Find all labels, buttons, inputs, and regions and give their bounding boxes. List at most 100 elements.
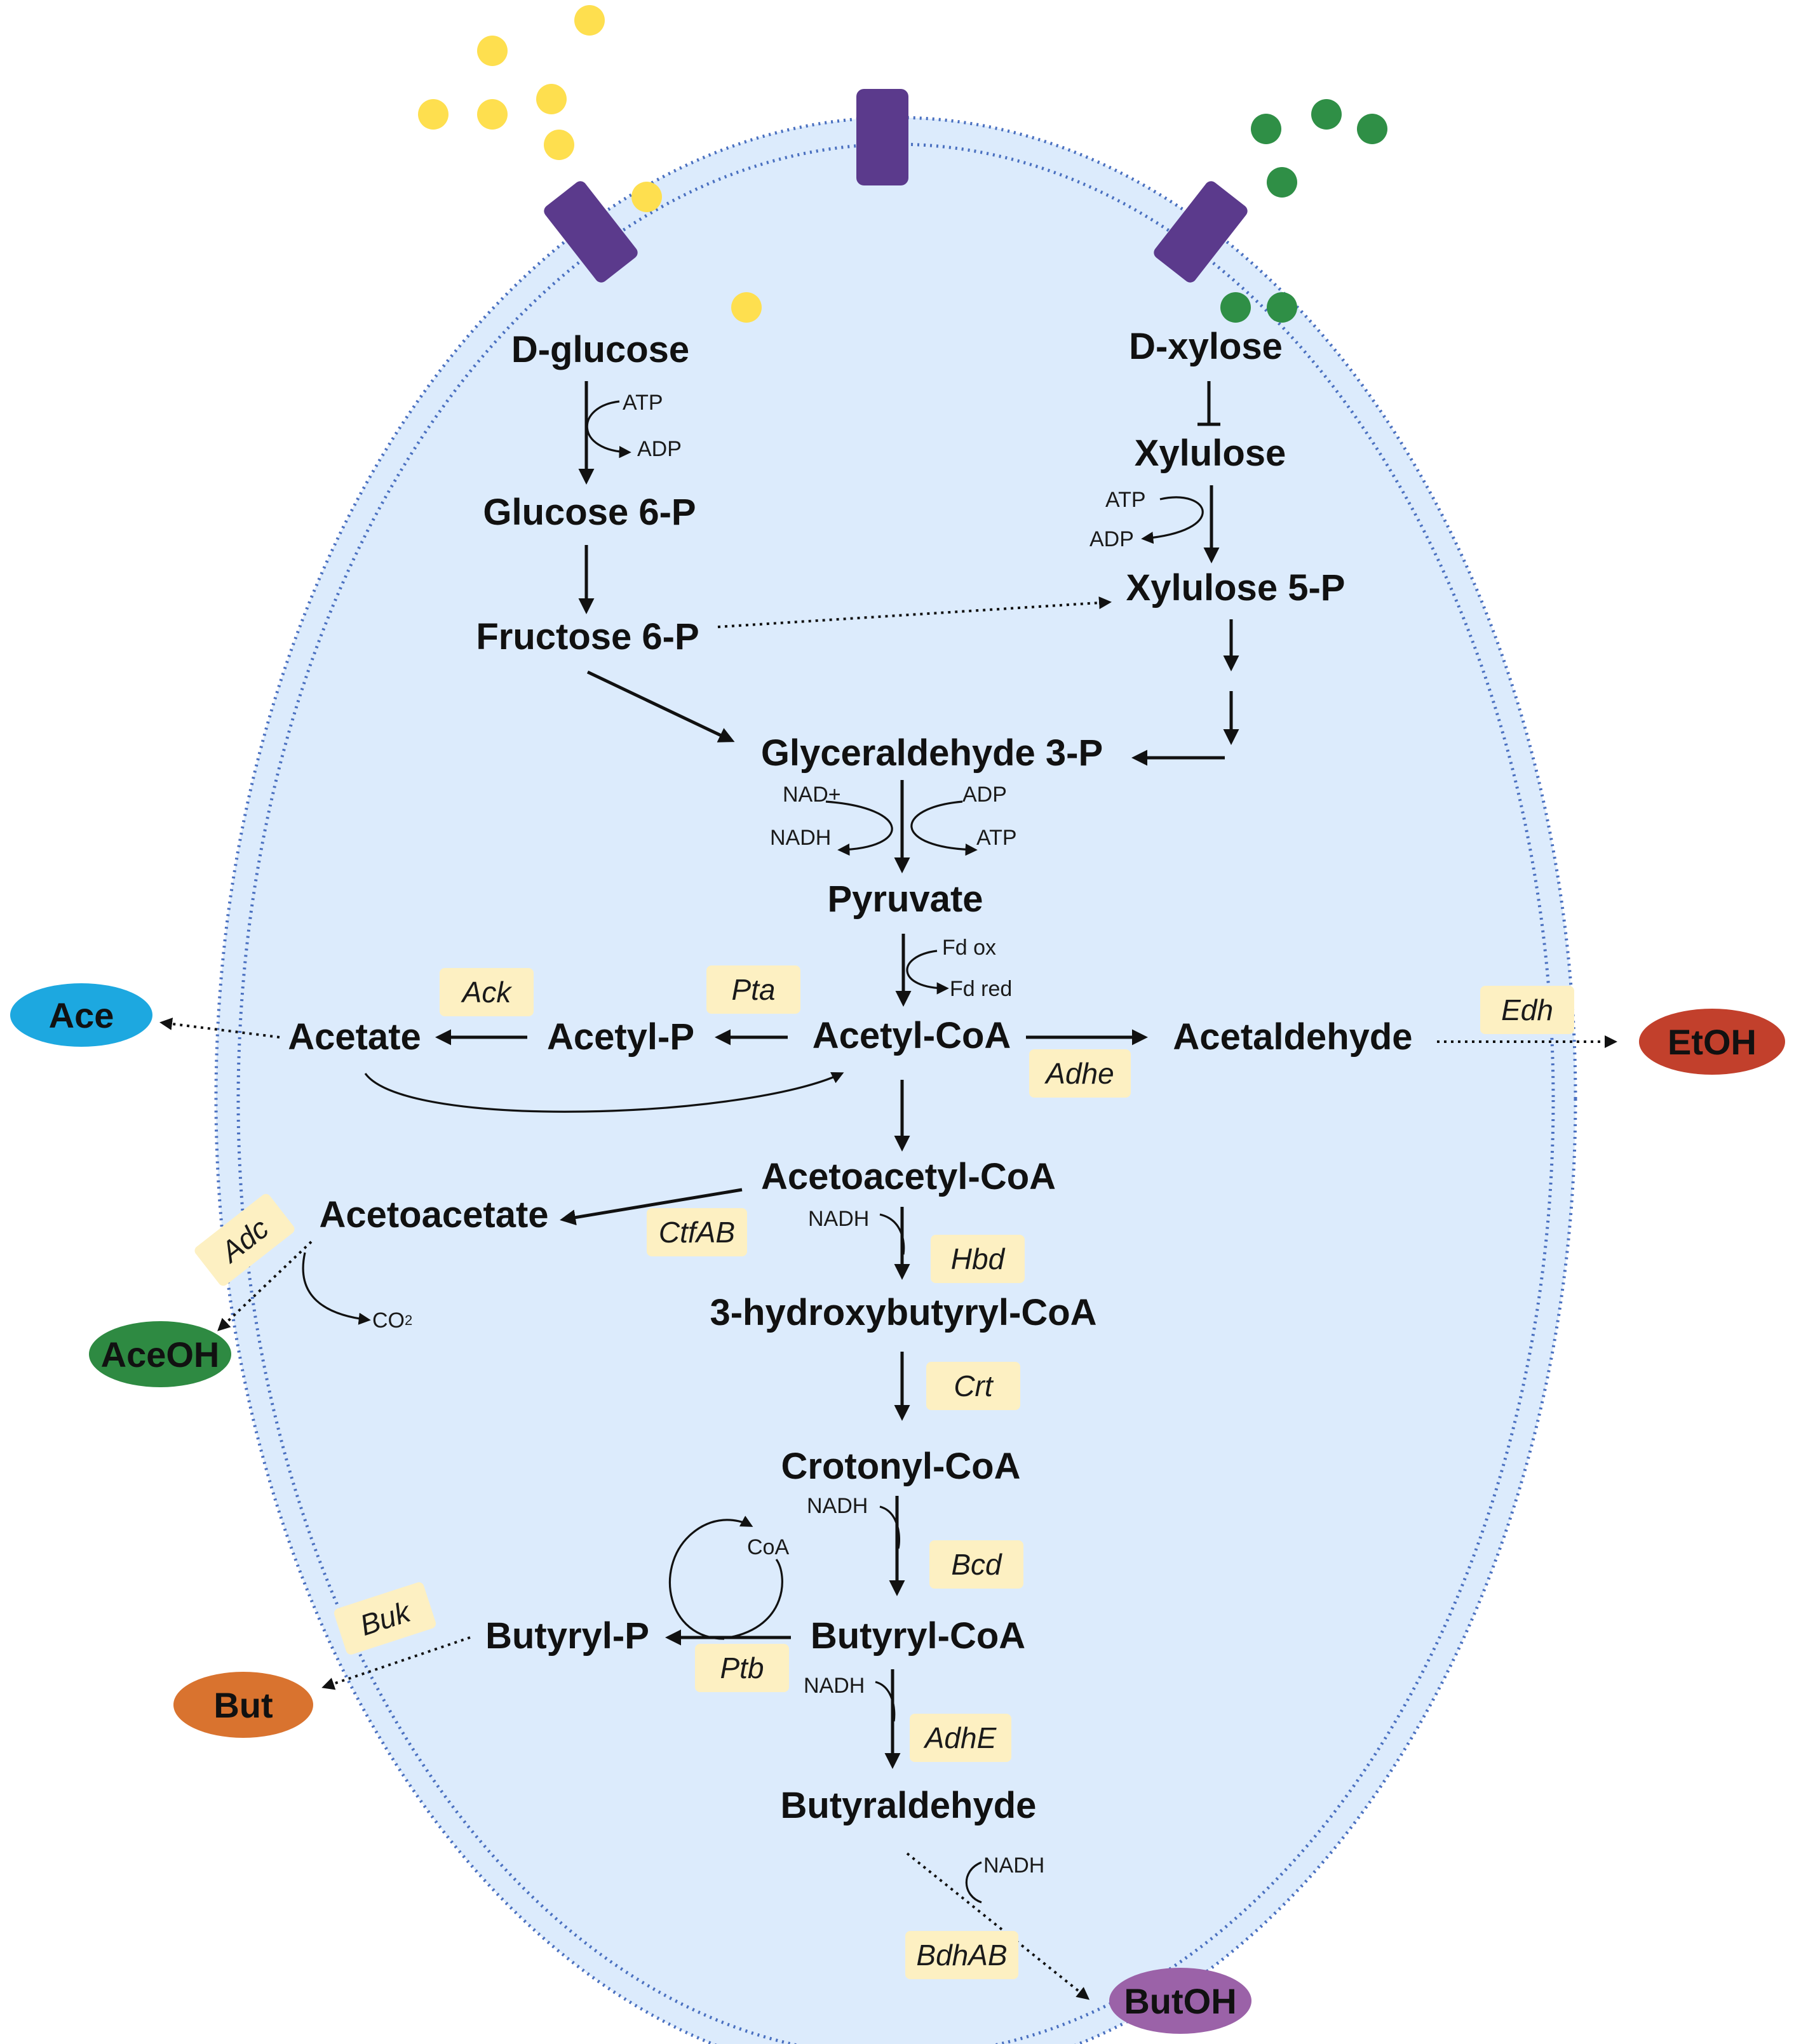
svg-text:Pta: Pta: [731, 973, 775, 1006]
product-ellipses: Ace EtOH AceOH But ButOH: [10, 983, 1785, 2034]
metabolite-acetaldehyde: Acetaldehyde: [1173, 1016, 1412, 1058]
svg-text:Ptb: Ptb: [720, 1651, 764, 1684]
xylose-molecule: [1220, 292, 1251, 323]
cofactor-adp-glc: ADP: [637, 437, 682, 461]
glucose-molecules: [418, 5, 762, 323]
fd-curve: [906, 950, 949, 995]
cofactor-adp-xyl: ADP: [1089, 527, 1134, 551]
metabolite-butyryl-p: Butyryl-P: [485, 1615, 649, 1657]
svg-text:Adhe: Adhe: [1044, 1057, 1114, 1090]
cofactor-adp-gap: ADP: [962, 783, 1007, 807]
transporters: [544, 89, 1248, 283]
cofactor-atp-xyl: ATP: [1105, 488, 1146, 512]
metabolite-xylulose-5p: Xylulose 5-P: [1126, 567, 1346, 608]
metabolite-acetyl-p: Acetyl-P: [547, 1016, 694, 1058]
svg-text:EtOH: EtOH: [1668, 1022, 1757, 1062]
reaction-arrows: [159, 381, 1617, 2000]
svg-text:Ack: Ack: [461, 976, 513, 1009]
xylose-molecules: [1220, 99, 1387, 323]
cofactor-nad-plus: NAD+: [783, 783, 841, 807]
xylose-transporter: [1154, 181, 1248, 283]
arrow-butyrylp-to-but: [321, 1636, 471, 1690]
xylose-molecule: [1357, 114, 1387, 144]
cofactor-nadh-adhe: NADH: [804, 1674, 865, 1698]
svg-text:ButOH: ButOH: [1124, 1981, 1236, 2021]
cofactor-nadh-hbd: NADH: [808, 1207, 869, 1231]
metabolite-acetoacetyl-coa: Acetoacetyl-CoA: [761, 1156, 1056, 1197]
glucose-transporter: [544, 181, 638, 283]
arrow-acetoacetylcoa-to-acetoacetate: [560, 1188, 743, 1226]
svg-text:CtfAB: CtfAB: [659, 1216, 735, 1249]
cofactor-atp-gap: ATP: [976, 826, 1017, 850]
atp-adp-curve-glc: [586, 400, 631, 459]
metabolite-butyraldehyde: Butyraldehyde: [781, 1785, 1037, 1826]
product-but: But: [173, 1672, 313, 1738]
central-transporter: [856, 89, 908, 185]
metabolite-glucose-6p: Glucose 6-P: [483, 492, 696, 533]
svg-text:AceOH: AceOH: [101, 1335, 220, 1375]
arrow-f6p-to-x5p: [717, 596, 1112, 628]
enzyme-adhe-upper: Adhe: [1029, 1049, 1131, 1098]
glucose-molecule: [631, 182, 662, 212]
product-aceoh: AceOH: [89, 1321, 231, 1387]
glucose-molecule: [477, 99, 508, 130]
xylose-molecule: [1251, 114, 1281, 144]
cofactor-nadh-bdh: NADH: [983, 1853, 1044, 1878]
glucose-molecule: [544, 130, 574, 160]
enzyme-ptb: Ptb: [695, 1644, 789, 1692]
enzyme-bdhab: BdhAB: [905, 1931, 1018, 1979]
product-etoh: EtOH: [1639, 1009, 1785, 1075]
metabolite-acetyl-coa: Acetyl-CoA: [813, 1015, 1011, 1056]
enzyme-pta: Pta: [706, 965, 800, 1014]
adp-atp-curve: [910, 800, 978, 856]
svg-text:Crt: Crt: [954, 1369, 994, 1402]
svg-text:Bcd: Bcd: [951, 1548, 1002, 1581]
xylose-molecule: [1311, 99, 1342, 130]
nadh-curve-hbd: [879, 1213, 905, 1255]
svg-text:But: But: [213, 1685, 273, 1725]
metabolite-xylulose: Xylulose: [1135, 433, 1286, 474]
arrow-f6p-to-gap: [586, 670, 735, 743]
metabolite-d-glucose: D-glucose: [511, 329, 689, 370]
metabolite-pyruvate: Pyruvate: [827, 878, 983, 920]
product-butoh: ButOH: [1109, 1968, 1251, 2034]
cell-cytoplasm: [216, 118, 1575, 2044]
cofactor-fd-red: Fd red: [950, 977, 1012, 1001]
nadh-curve-adhe: [875, 1681, 896, 1722]
svg-text:Hbd: Hbd: [951, 1242, 1006, 1275]
enzyme-bcd: Bcd: [929, 1540, 1023, 1589]
svg-text:BdhAB: BdhAB: [916, 1939, 1007, 1972]
product-ace: Ace: [10, 983, 152, 1047]
xylose-molecule: [1267, 167, 1297, 198]
metabolite-crotonyl-coa: Crotonyl-CoA: [781, 1446, 1021, 1487]
glucose-molecule: [536, 84, 567, 114]
cofactor-atp-glc: ATP: [623, 391, 663, 415]
nadh-curve-bdh: [965, 1861, 982, 1904]
enzyme-crt: Crt: [926, 1362, 1020, 1410]
glucose-molecule: [574, 5, 605, 36]
atp-adp-curve-xyl: [1141, 496, 1204, 544]
metabolite-labels: D-glucose Glucose 6-P Fructose 6-P D-xyl…: [288, 326, 1412, 1826]
cofactor-nadh-gap: NADH: [770, 826, 831, 850]
cofactor-labels: ATP ADP ATP ADP NAD+ NADH ADP ATP Fd ox …: [372, 391, 1146, 1878]
metabolite-d-xylose: D-xylose: [1129, 326, 1283, 367]
metabolite-acetate: Acetate: [288, 1016, 421, 1058]
co2-curve: [302, 1252, 371, 1325]
enzyme-ctfab: CtfAB: [647, 1208, 747, 1256]
metabolite-glyceraldehyde-3p: Glyceraldehyde 3-P: [761, 732, 1103, 774]
cofactor-coa: CoA: [747, 1535, 789, 1559]
arrow-acetate-to-ace: [159, 1018, 280, 1039]
svg-text:AdhE: AdhE: [923, 1721, 997, 1754]
svg-text:Ace: Ace: [49, 995, 114, 1035]
cell: [214, 116, 1577, 2044]
cofactor-co2: CO2: [372, 1308, 412, 1333]
glucose-molecule: [477, 36, 508, 66]
enzyme-ack: Ack: [440, 968, 534, 1016]
enzyme-labels: Ack Pta Adhe Edh Adc CtfAB Hbd Crt: [194, 965, 1574, 1979]
enzyme-buk: Buk: [334, 1582, 436, 1655]
metabolite-butyryl-coa: Butyryl-CoA: [811, 1615, 1025, 1657]
cofactor-nadh-bcd: NADH: [807, 1494, 868, 1518]
enzyme-hbd: Hbd: [931, 1235, 1025, 1283]
nad-nadh-curve: [825, 800, 893, 856]
